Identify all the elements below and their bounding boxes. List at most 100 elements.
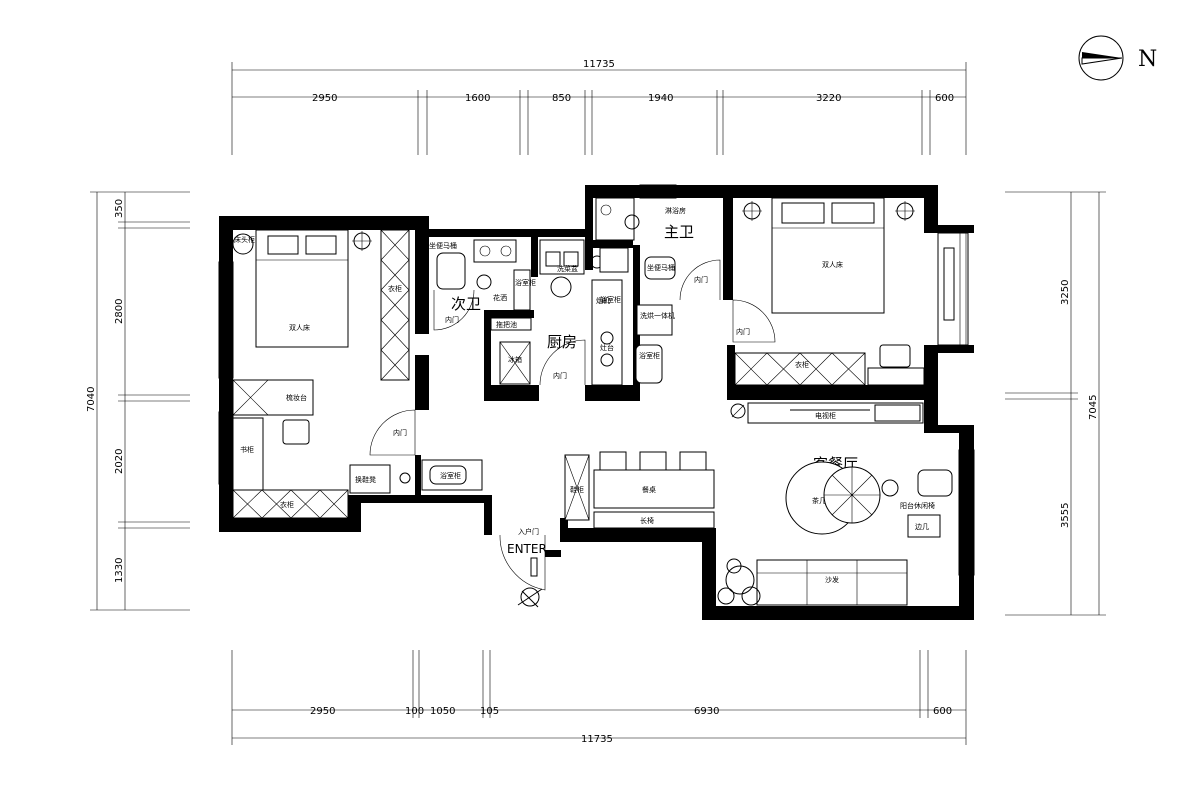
second-bedroom-furniture: 床头柜 双人床 衣柜 梳妆台 书柜 衣柜 内门	[232, 229, 416, 519]
window-top-bath	[639, 184, 677, 199]
label-wardrobe-second-low: 衣柜	[280, 500, 294, 509]
left-dim-1: 350	[114, 199, 125, 218]
bottom-dim-1: 2950	[310, 706, 335, 717]
shower-room-master	[595, 197, 635, 241]
label-dining-table: 餐桌	[642, 485, 656, 494]
label-fridge: 冰箱	[508, 355, 522, 364]
windows	[218, 184, 975, 576]
north-arrow-pointer	[1082, 52, 1122, 58]
label-sofa: 沙发	[825, 575, 839, 584]
door-swing-second-bedroom	[369, 409, 416, 456]
toilet-second	[436, 252, 466, 290]
room-second-bath: 次卫	[451, 295, 481, 313]
top-dim-1: 2950	[312, 93, 337, 104]
second-bath-fixtures: 坐便马桶 花洒 浴室柜 内门 拖把池	[429, 239, 536, 331]
bottom-dimensions: 2950 100 1050 105 6930 600 11735	[231, 650, 967, 745]
window-master-bay	[937, 232, 969, 346]
bath-cabinet-second	[513, 269, 531, 311]
dining-table	[593, 469, 715, 509]
master-bath-fixtures: 淋浴房 坐便马桶 浴室柜 内门	[595, 197, 721, 304]
right-dimensions: 3250 3555 7045	[1005, 191, 1106, 616]
label-stove: 灶台	[600, 343, 614, 352]
shower-head-icon	[476, 274, 492, 290]
toilet-master	[644, 256, 676, 280]
label-toilet-master: 坐便马桶	[647, 263, 675, 272]
bath-cabinet-kitchen	[635, 344, 663, 384]
top-dim-2: 1600	[465, 93, 490, 104]
living-dining-furniture: 电视柜 鞋柜 餐桌 长椅 茶几 阳台休闲椅 边几 沙发	[564, 402, 953, 606]
label-shoe-cabinet: 鞋柜	[570, 485, 584, 494]
right-total-dim: 7045	[1088, 395, 1099, 420]
top-dim-4: 1940	[648, 93, 673, 104]
kitchen-fixtures: 洗菜盆 冰箱 烟机 灶台 内门 洗烘一体机 浴室柜	[499, 239, 675, 386]
top-dimensions: 11735 2950 1600 850 1940 3220 600	[231, 59, 967, 155]
label-door-second-bath: 内门	[445, 315, 459, 324]
label-range-hood: 烟机	[596, 296, 610, 305]
washer-dryer	[636, 304, 673, 336]
label-entry-door: 入户门	[518, 527, 539, 536]
top-dim-6: 600	[935, 93, 954, 104]
label-wardrobe-second: 衣柜	[388, 284, 402, 293]
double-bed-second	[255, 229, 349, 348]
label-door-master-bath: 内门	[694, 275, 708, 284]
label-bath-cabinet-master: 浴室柜	[600, 295, 621, 304]
bookcase	[232, 417, 264, 491]
bath-cabinet-master	[599, 247, 629, 273]
entry-arrow-icon	[530, 557, 538, 577]
bottom-dim-3: 1050	[430, 706, 455, 717]
hallway-fixtures: 换鞋凳 浴室柜 入户门 ENTER	[349, 459, 547, 608]
left-dim-4: 1330	[114, 558, 125, 583]
tv-stand-icon	[730, 403, 746, 419]
label-washer-dryer: 洗烘一体机	[640, 311, 675, 320]
left-dimensions: 7040 350 2800 2020 1330	[86, 191, 190, 611]
north-label: N	[1138, 47, 1157, 72]
label-balcony-chair: 阳台休闲椅	[900, 501, 935, 510]
label-bath-cabinet-hall: 浴室柜	[440, 471, 461, 480]
bedside-cabinet	[232, 233, 254, 255]
wardrobe-second-low	[232, 489, 349, 519]
balcony-chair	[917, 469, 953, 497]
door-swing-second-bath	[433, 289, 475, 331]
label-bench: 长椅	[640, 516, 654, 525]
label-shower-room-master: 淋浴房	[665, 206, 686, 215]
north-arrow-circle	[1078, 35, 1124, 81]
desk	[232, 379, 314, 416]
north-arrow-pointer-back	[1081, 57, 1123, 65]
label-tv-cabinet: 电视柜	[815, 411, 836, 420]
label-bedside-cabinet: 床头柜	[234, 235, 255, 244]
label-coffee-table: 茶几	[812, 496, 826, 505]
label-bath-cabinet-second: 浴室柜	[515, 278, 536, 287]
label-mop-pool: 拖把池	[496, 320, 517, 329]
room-kitchen: 厨房	[547, 333, 577, 351]
label-bath-cabinet-kitchen: 浴室柜	[639, 351, 660, 360]
side-table	[907, 514, 941, 538]
bottom-total-dim: 11735	[581, 734, 613, 745]
door-swing-master-bath	[679, 259, 721, 301]
wardrobe-master	[734, 352, 866, 386]
window-left	[218, 261, 234, 379]
top-dim-5: 3220	[816, 93, 841, 104]
wash-basin	[539, 239, 585, 275]
shower-glass	[473, 239, 517, 263]
left-dim-3: 2020	[114, 449, 125, 474]
mop-pool	[490, 317, 532, 331]
desk-chair	[282, 419, 310, 445]
shoe-bench	[349, 464, 391, 494]
label-double-bed-master: 双人床	[822, 260, 843, 269]
bottom-dim-2: 100	[405, 706, 424, 717]
room-master-bath: 主卫	[664, 223, 694, 241]
master-bedroom-furniture: 双人床 内门 衣柜	[732, 197, 925, 386]
right-dim-1: 3250	[1060, 280, 1071, 305]
dining-chair-2	[639, 451, 667, 471]
dining-chair-3	[679, 451, 707, 471]
north-arrow: N	[1078, 35, 1157, 81]
label-door-second-bedroom: 内门	[393, 428, 407, 437]
top-dim-3: 850	[552, 93, 571, 104]
label-side-table: 边几	[915, 522, 929, 531]
door-swing-master-bedroom	[732, 299, 776, 343]
label-wardrobe-master: 衣柜	[795, 360, 809, 369]
label-shower-second: 花洒	[493, 293, 507, 302]
chair-master	[879, 344, 911, 368]
bench	[593, 511, 715, 529]
entry-label: ENTER	[507, 542, 547, 556]
